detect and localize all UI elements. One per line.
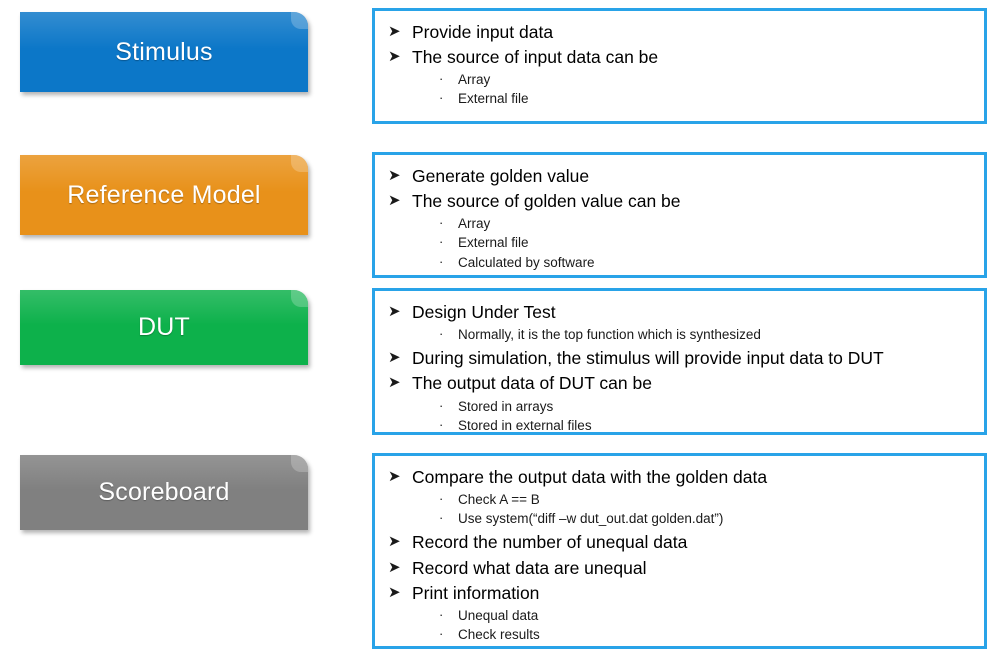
bullet-list: ➤ Generate golden value ➤ The source of … [385,164,974,272]
sub-bullet-list: · Array · External file · Calculated by … [412,214,974,271]
arrow-bullet-icon: ➤ [388,23,401,40]
sub-list-item-text: External file [458,235,529,251]
sub-bullet-list: · Unequal data · Check results [412,606,974,644]
list-item-text: Design Under Test [412,302,556,322]
dot-bullet-icon: · [439,90,444,106]
arrow-bullet-icon: ➤ [388,468,401,485]
sub-list-item: · Use system(“diff –w dut_out.dat golden… [412,509,974,528]
dot-bullet-icon: · [439,215,444,231]
sub-list-item-text: Array [458,216,491,232]
sub-list-item: · Array [412,214,974,233]
dot-bullet-icon: · [439,71,444,87]
list-item: ➤ During simulation, the stimulus will p… [385,346,974,370]
block-dut[interactable]: DUT [20,290,308,365]
sub-list-item: · Normally, it is the top function which… [412,325,974,344]
bullet-list: ➤ Provide input data ➤ The source of inp… [385,20,974,109]
sub-list-item: · Array [412,70,974,89]
arrow-bullet-icon: ➤ [388,192,401,210]
panel-scoreboard-details: ➤ Compare the output data with the golde… [372,453,987,649]
arrow-bullet-icon: ➤ [388,349,401,367]
list-item: ➤ Compare the output data with the golde… [385,465,974,528]
list-item-text: The source of golden value can be [412,191,681,212]
block-scoreboard[interactable]: Scoreboard [20,455,308,530]
list-item: ➤ Print information · Unequal data · Che… [385,581,974,644]
arrow-bullet-icon: ➤ [388,533,401,551]
sub-list-item-text: Stored in external files [458,417,592,433]
list-item-text: The source of input data can be [412,47,659,68]
panel-stimulus-details: ➤ Provide input data ➤ The source of inp… [372,8,987,124]
sub-list-item-text: Array [458,72,491,88]
sub-list-item-text: Check results [458,627,540,643]
sub-bullet-list: · Array · External file [412,70,974,108]
sub-list-item-text: Use system(“diff –w dut_out.dat golden.d… [458,511,724,527]
dot-bullet-icon: · [439,234,444,250]
sub-list-item: · Stored in external files [412,416,974,435]
block-stimulus[interactable]: Stimulus [20,12,308,92]
block-dut-label: DUT [138,313,190,341]
block-scoreboard-label: Scoreboard [98,478,230,506]
list-item-text: Compare the output data with the golden … [412,467,768,487]
sub-list-item: · Calculated by software [412,253,974,272]
list-item: ➤ Provide input data [385,20,974,44]
dot-bullet-icon: · [439,416,444,432]
list-item: ➤ Generate golden value [385,164,974,188]
list-item-text: Provide input data [412,22,554,42]
sub-list-item: · Check results [412,625,974,644]
sub-list-item-text: Calculated by software [458,254,595,270]
dot-bullet-icon: · [439,253,444,269]
sub-list-item: · Stored in arrays [412,397,974,416]
sub-list-item-text: Stored in arrays [458,398,554,414]
dot-bullet-icon: · [439,491,444,507]
list-item-text: Print information [412,582,540,603]
sub-list-item-text: Check A == B [458,492,540,508]
list-item: ➤ The output data of DUT can be · Stored… [385,371,974,434]
list-item: ➤ The source of golden value can be · Ar… [385,189,974,272]
arrow-bullet-icon: ➤ [388,558,401,576]
dot-bullet-icon: · [439,606,444,622]
panel-reference-model-details: ➤ Generate golden value ➤ The source of … [372,152,987,278]
sub-list-item-text: External file [458,91,529,107]
sub-bullet-list: · Stored in arrays · Stored in external … [412,397,974,435]
sub-bullet-list: · Check A == B · Use system(“diff –w dut… [412,490,974,528]
sub-list-item: · Check A == B [412,490,974,509]
dot-bullet-icon: · [439,626,444,642]
list-item: ➤ Record the number of unequal data [385,530,974,554]
list-item-text: During simulation, the stimulus will pro… [412,348,884,369]
dot-bullet-icon: · [439,397,444,413]
arrow-bullet-icon: ➤ [388,303,401,320]
list-item: ➤ The source of input data can be · Arra… [385,45,974,108]
block-reference-model-label: Reference Model [67,180,261,209]
panel-dut-details: ➤ Design Under Test · Normally, it is th… [372,288,987,435]
sub-list-item: · External file [412,89,974,108]
sub-list-item-text: Unequal data [458,607,539,623]
list-item-text: Record the number of unequal data [412,532,688,553]
arrow-bullet-icon: ➤ [388,167,401,184]
block-stimulus-label: Stimulus [115,37,213,66]
sub-bullet-list: · Normally, it is the top function which… [412,325,974,344]
arrow-bullet-icon: ➤ [388,48,401,66]
sub-list-item: · Unequal data [412,606,974,625]
block-reference-model[interactable]: Reference Model [20,155,308,235]
list-item-text: The output data of DUT can be [412,373,652,394]
dot-bullet-icon: · [439,510,444,526]
arrow-bullet-icon: ➤ [388,374,401,392]
list-item-text: Generate golden value [412,166,590,186]
list-item: ➤ Record what data are unequal [385,556,974,580]
sub-list-item: · External file [412,233,974,252]
dot-bullet-icon: · [439,326,444,342]
arrow-bullet-icon: ➤ [388,583,401,601]
list-item: ➤ Design Under Test · Normally, it is th… [385,300,974,344]
bullet-list: ➤ Compare the output data with the golde… [385,465,974,644]
list-item-text: Record what data are unequal [412,557,647,578]
bullet-list: ➤ Design Under Test · Normally, it is th… [385,300,974,435]
sub-list-item-text: Normally, it is the top function which i… [458,327,761,343]
